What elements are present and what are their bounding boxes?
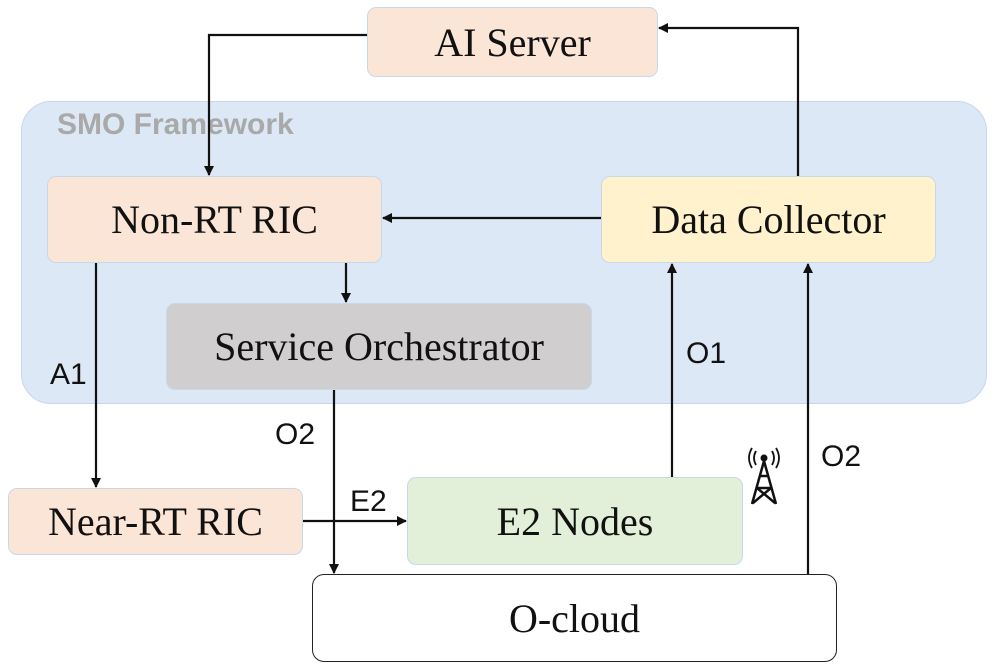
- ai-server-label: AI Server: [434, 19, 591, 65]
- data-collector-box: Data Collector: [601, 176, 936, 263]
- near-rt-ric-label: Near-RT RIC: [48, 499, 263, 544]
- o-cloud-label: O-cloud: [508, 595, 641, 641]
- o2-interface-label-left: O2: [275, 418, 316, 451]
- service-orchestrator-box: Service Orchestrator: [166, 303, 592, 390]
- radio-tower-icon: [748, 447, 780, 505]
- a1-interface-label: A1: [50, 358, 87, 391]
- e2-nodes-label: E2 Nodes: [496, 498, 654, 544]
- service-orchestrator-label: Service Orchestrator: [214, 324, 544, 369]
- e2-interface-label: E2: [350, 485, 387, 518]
- o2-interface-label-right: O2: [821, 440, 862, 473]
- ai-server-box: AI Server: [367, 7, 658, 77]
- arrow-data-collector-to-ai-server: [658, 23, 800, 176]
- arrow-ai-server-to-non-rt-ric: [204, 33, 367, 176]
- near-rt-ric-box: Near-RT RIC: [8, 488, 303, 555]
- smo-framework-label: SMO Framework: [57, 108, 294, 141]
- o-cloud-box: O-cloud: [312, 574, 837, 662]
- non-rt-ric-box: Non-RT RIC: [47, 176, 382, 263]
- data-collector-label: Data Collector: [651, 197, 886, 242]
- o1-interface-label: O1: [686, 337, 727, 370]
- non-rt-ric-label: Non-RT RIC: [111, 197, 318, 242]
- e2-nodes-box: E2 Nodes: [407, 477, 743, 565]
